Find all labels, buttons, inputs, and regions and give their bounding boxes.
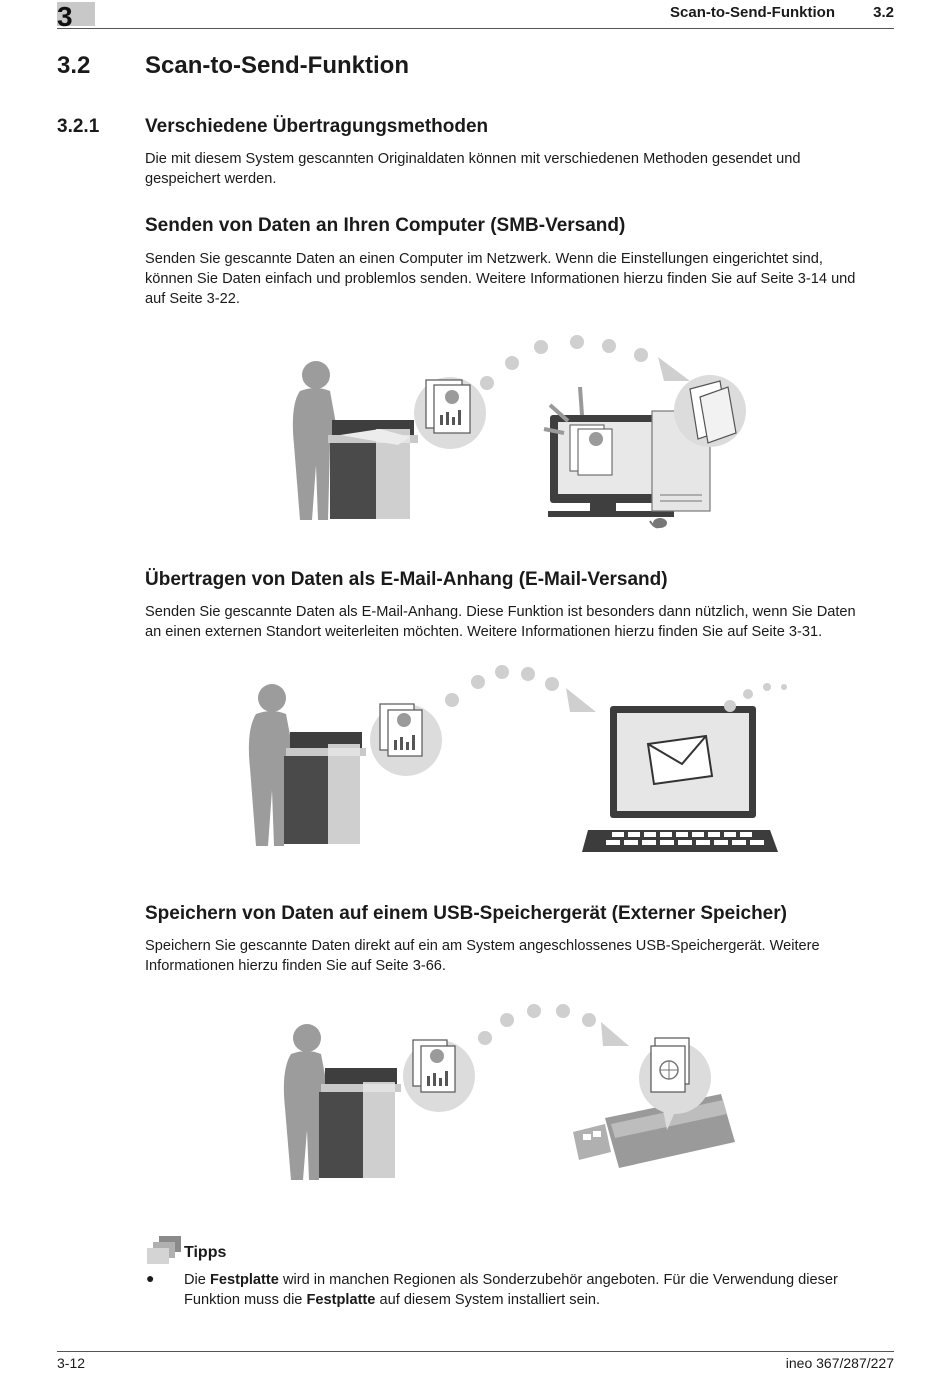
section-title: Scan-to-Send-Funktion xyxy=(145,52,409,79)
tips-line: Funktion muss die Festplatte auf diesem … xyxy=(184,1290,896,1310)
tips-title: Tipps xyxy=(184,1244,227,1261)
email-heading: Übertragen von Daten als E-Mail-Anhang (… xyxy=(145,569,668,590)
usb-illustration xyxy=(283,1004,735,1180)
tips-text: Die Festplatte wird in manchen Regionen … xyxy=(184,1270,896,1310)
smb-heading: Senden von Daten an Ihren Computer (SMB-… xyxy=(145,215,626,236)
paragraph-line: auf Seite 3-22. xyxy=(145,291,240,307)
running-header-title: Scan-to-Send-Funktion xyxy=(670,4,835,21)
bullet-marker: ● xyxy=(146,1270,155,1286)
section-number: 3.2 xyxy=(57,52,91,79)
scanned-document-bubble xyxy=(414,377,486,449)
footer-rule xyxy=(57,1351,894,1352)
usb-paragraph: Speichern Sie gescannte Daten direkt auf… xyxy=(145,936,897,976)
text-run: auf diesem System installiert sein. xyxy=(375,1292,601,1308)
subsection-number: 3.2.1 xyxy=(57,116,100,137)
paragraph-line: gespeichert werden. xyxy=(145,171,277,187)
person-icon xyxy=(283,1024,353,1180)
page-number: 3-12 xyxy=(57,1355,86,1371)
chapter-tab xyxy=(57,2,95,26)
header-rule xyxy=(57,28,894,29)
smb-illustration xyxy=(292,335,746,529)
paragraph-line: Informationen hierzu finden Sie auf Seit… xyxy=(145,958,446,974)
text-run: wird in manchen Regionen als Sonderzubeh… xyxy=(278,1272,838,1288)
text-run: Die xyxy=(184,1272,210,1288)
paragraph-line: Speichern Sie gescannte Daten direkt auf… xyxy=(145,938,820,954)
notification-dots xyxy=(724,683,787,712)
subsection-title: Verschiedene Übertragungsmethoden xyxy=(145,116,489,137)
stored-document-bubble xyxy=(639,1037,711,1130)
mfp-printer-icon xyxy=(319,1068,401,1178)
mfp-printer-icon xyxy=(328,420,418,519)
person-icon xyxy=(292,361,362,520)
mfp-printer-icon xyxy=(284,732,366,844)
email-illustration xyxy=(248,665,787,852)
paragraph-line: können Sie Daten einfach und problemlos … xyxy=(145,271,856,287)
paragraph-line: an einen externen Standort weiterleiten … xyxy=(145,624,823,640)
bold-term: Festplatte xyxy=(306,1292,376,1308)
computer-monitor-icon xyxy=(543,386,674,529)
paragraph-line: Senden Sie gescannte Daten als E-Mail-An… xyxy=(145,604,856,620)
folder-bubble xyxy=(674,375,746,447)
scanned-document-bubble xyxy=(370,703,442,776)
person-icon xyxy=(248,684,318,846)
intro-paragraph: Die mit diesem System gescannten Origina… xyxy=(145,149,897,189)
bold-term: Festplatte xyxy=(209,1272,279,1288)
usb-heading: Speichern von Daten auf einem USB-Speich… xyxy=(145,903,787,924)
chapter-number: 3 xyxy=(57,1,73,32)
email-paragraph: Senden Sie gescannte Daten als E-Mail-An… xyxy=(145,602,897,642)
paragraph-line: Senden Sie gescannte Daten an einen Comp… xyxy=(145,251,823,267)
transfer-dots xyxy=(480,335,690,390)
scanned-document-bubble xyxy=(403,1039,475,1112)
text-run: Funktion muss die xyxy=(184,1292,307,1308)
transfer-dots xyxy=(445,665,596,712)
model-name: ineo 367/287/227 xyxy=(785,1355,894,1371)
paragraph-line: Die mit diesem System gescannten Origina… xyxy=(145,151,801,167)
tips-icon xyxy=(147,1236,181,1264)
running-header-section: 3.2 xyxy=(873,4,894,21)
smb-paragraph: Senden Sie gescannte Daten an einen Comp… xyxy=(145,249,897,309)
transfer-dots xyxy=(478,1004,629,1046)
tips-line: Die Festplatte wird in manchen Regionen … xyxy=(184,1270,896,1290)
envelope-icon xyxy=(646,734,714,786)
